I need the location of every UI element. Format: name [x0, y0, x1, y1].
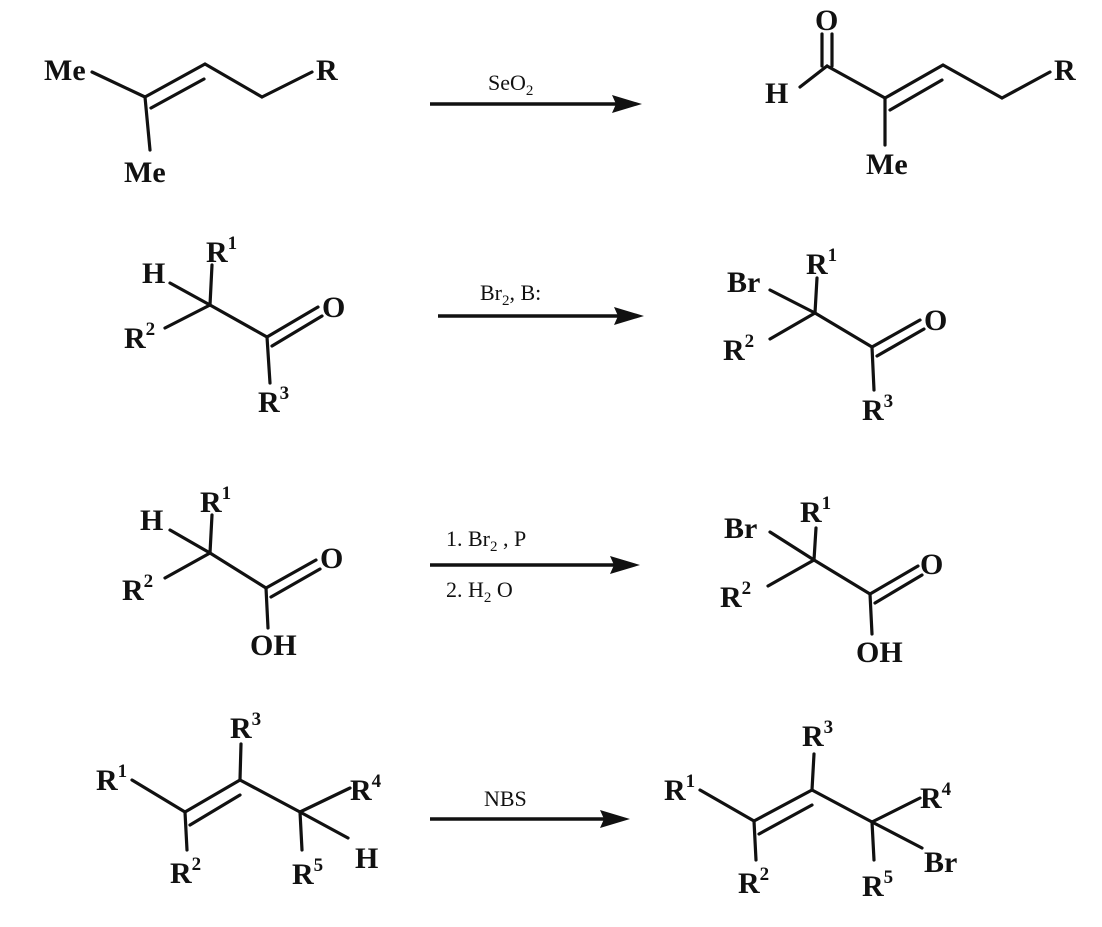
methyl-label-bottom: Me: [124, 156, 166, 189]
r2-label: R2: [170, 854, 201, 890]
reaction-3-reactant: H R1 R2 O OH: [122, 483, 343, 662]
reaction-1-reactant: Me Me R: [44, 54, 338, 189]
hydrogen-label: H: [355, 842, 378, 875]
r2-label: R2: [720, 578, 751, 614]
methyl-label: Me: [866, 148, 908, 181]
reaction-4-product: R1 R3 R2 R4 R5 Br: [664, 717, 957, 903]
r2-label: R2: [124, 319, 155, 355]
reagent-label: SeO2: [488, 70, 533, 99]
r2-label: R2: [723, 331, 754, 367]
arrow-head: [614, 307, 644, 325]
step-2-label: 2. H2 O: [446, 577, 513, 606]
r1-label: R1: [200, 483, 231, 519]
reaction-3-product: Br R1 R2 O OH: [720, 493, 943, 669]
r5-label: R5: [292, 855, 323, 891]
hydrogen-label: H: [142, 257, 165, 290]
r1-label: R1: [806, 245, 837, 281]
reaction-2: H R1 R2 O R3 Br2, B: Br R1 R2 O R3: [124, 233, 947, 427]
methyl-label-top: Me: [44, 54, 86, 87]
r1-label: R1: [800, 493, 831, 529]
oxygen-label: O: [920, 548, 943, 581]
hydrogen-label: H: [140, 504, 163, 537]
r2-label: R2: [122, 571, 153, 607]
reaction-4-reactant: R1 R3 R2 R4 R5 H: [96, 709, 382, 891]
reaction-1: Me Me R SeO2 O H Me R: [44, 4, 1076, 189]
r5-label: R5: [862, 867, 893, 903]
r3-label: R3: [862, 391, 893, 427]
r-group-label: R: [1054, 54, 1076, 87]
reagent-label: Br2, B:: [480, 280, 541, 309]
reaction-2-arrow: Br2, B:: [438, 280, 644, 325]
reaction-2-product: Br R1 R2 O R3: [723, 245, 947, 427]
reaction-4: R1 R3 R2 R4 R5 H NBS R1 R3 R2 R4 R5: [96, 709, 957, 903]
reaction-1-product: O H Me R: [765, 4, 1076, 181]
oxygen-label: O: [924, 304, 947, 337]
reaction-1-arrow: SeO2: [430, 70, 642, 113]
r4-label: R4: [350, 771, 382, 807]
reaction-3: H R1 R2 O OH 1. Br2 , P 2. H2 O Br R1 R2…: [122, 483, 943, 669]
r3-label: R3: [258, 383, 289, 419]
reaction-3-arrow: 1. Br2 , P 2. H2 O: [430, 526, 640, 606]
r3-label: R3: [802, 717, 833, 753]
oxygen-label: O: [815, 4, 838, 37]
arrow-head: [612, 95, 642, 113]
reaction-4-arrow: NBS: [430, 786, 630, 828]
r1-label: R1: [96, 761, 127, 797]
reagent-label: NBS: [484, 786, 527, 811]
bromine-label: Br: [724, 512, 757, 545]
arrow-head: [610, 556, 640, 574]
bromine-label: Br: [727, 266, 760, 299]
r-group-label: R: [316, 54, 338, 87]
hydroxyl-label: OH: [856, 636, 903, 669]
reaction-2-reactant: H R1 R2 O R3: [124, 233, 345, 419]
hydrogen-label: H: [765, 77, 788, 110]
r3-label: R3: [230, 709, 261, 745]
hydroxyl-label: OH: [250, 629, 297, 662]
r2-label: R2: [738, 864, 769, 900]
r4-label: R4: [920, 779, 952, 815]
arrow-head: [600, 810, 630, 828]
r1-label: R1: [206, 233, 237, 269]
r1-label: R1: [664, 771, 695, 807]
step-1-label: 1. Br2 , P: [446, 526, 526, 555]
oxygen-label: O: [322, 291, 345, 324]
bromine-label: Br: [924, 846, 957, 879]
oxygen-label: O: [320, 542, 343, 575]
